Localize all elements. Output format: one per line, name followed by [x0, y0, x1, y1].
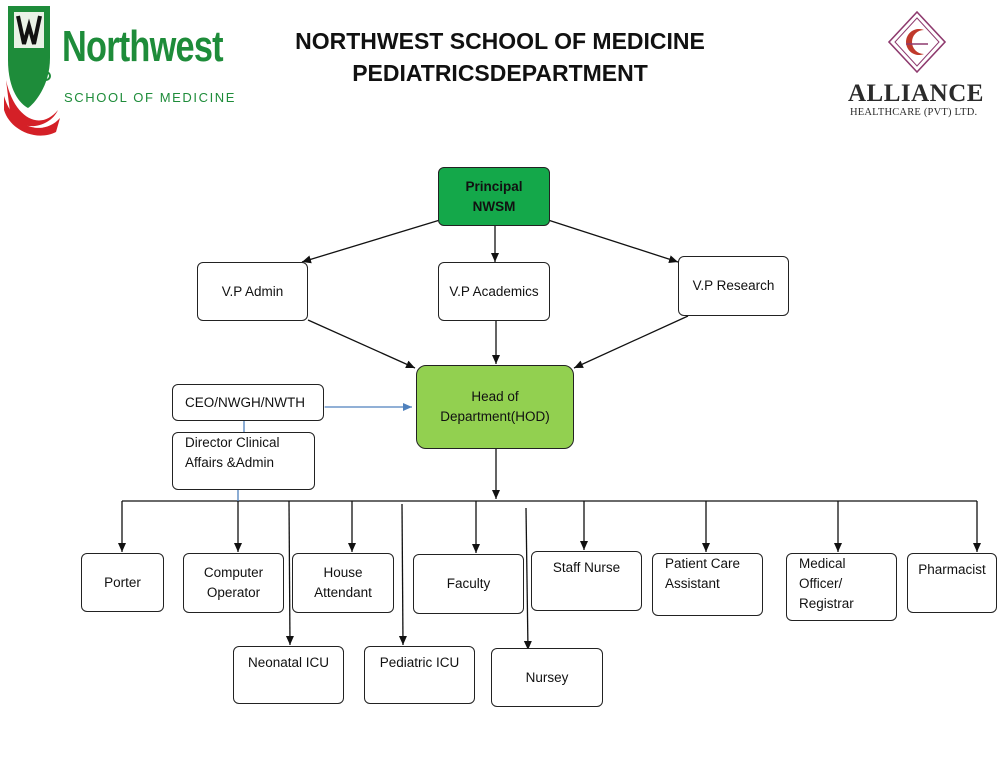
- node-computer-operator-line2: Operator: [206, 585, 261, 600]
- node-director-line1: Director Clinical: [185, 435, 280, 450]
- node-principal: Principal NWSM: [438, 167, 550, 226]
- node-patient-care-line1: Patient Care: [665, 556, 741, 571]
- node-vp-admin: V.P Admin: [197, 262, 308, 321]
- edge-bus-neonatal-icu: [285, 500, 294, 646]
- node-house-attendant: House Attendant: [292, 553, 394, 613]
- node-principal-line2: NWSM: [472, 198, 516, 214]
- node-hod: Head of Department(HOD): [416, 365, 574, 449]
- edge-vp-admin-hod: [307, 319, 416, 369]
- node-hod-line1: Head of: [471, 389, 519, 404]
- node-vp-research-label: V.P Research: [692, 278, 775, 293]
- node-vp-academics-label: V.P Academics: [449, 283, 539, 299]
- node-vp-research: V.P Research: [678, 256, 789, 316]
- node-faculty-label: Faculty: [446, 576, 491, 591]
- node-staff-nurse-label: Staff Nurse: [552, 560, 621, 575]
- node-house-attendant-line2: Attendant: [314, 585, 372, 600]
- node-medical-officer-line2: Officer/: [799, 576, 843, 591]
- node-staff-nurse: Staff Nurse: [531, 551, 642, 611]
- alliance-logo-subtitle: HEALTHCARE (PVT) LTD.: [850, 107, 978, 118]
- node-computer-operator: Computer Operator: [183, 553, 284, 613]
- node-hod-line2: Department(HOD): [440, 409, 550, 424]
- node-computer-operator-line1: Computer: [203, 565, 264, 580]
- node-neonatal-icu-label: Neonatal ICU: [247, 655, 330, 670]
- node-nursey: Nursey: [491, 648, 603, 707]
- node-medical-officer-line1: Medical: [799, 556, 846, 571]
- alliance-logo-wordmark: ALLIANCE: [848, 80, 984, 107]
- node-house-attendant-line1: House: [323, 565, 363, 580]
- node-pharmacist-label: Pharmacist: [918, 562, 986, 577]
- node-pharmacist: Pharmacist: [907, 553, 997, 613]
- node-vp-academics: V.P Academics: [438, 262, 550, 321]
- edge-principal-vp-research: [547, 219, 679, 264]
- edge-principal-vp-admin: [301, 219, 441, 264]
- page-title-line1: NORTHWEST SCHOOL OF MEDICINE: [295, 28, 705, 54]
- node-pediatric-icu: Pediatric ICU: [364, 646, 475, 704]
- alliance-logo-emblem: [887, 10, 947, 74]
- page-title-line2: PEDIATRICSDEPARTMENT: [352, 60, 648, 86]
- node-director: Director Clinical Affairs &Admin: [172, 432, 315, 490]
- edge-bus-pediatric-icu: [398, 503, 407, 646]
- node-ceo: CEO/NWGH/NWTH: [172, 384, 324, 421]
- node-porter-label: Porter: [104, 574, 141, 590]
- node-medical-officer: Medical Officer/ Registrar: [786, 553, 897, 621]
- node-director-line2: Affairs &Admin: [185, 455, 275, 470]
- northwest-logo-emblem: [4, 6, 60, 136]
- node-faculty: Faculty: [413, 554, 524, 614]
- node-pediatric-icu-label: Pediatric ICU: [379, 655, 460, 670]
- edge-vp-research-hod: [573, 315, 689, 369]
- node-patient-care-line2: Assistant: [665, 576, 720, 591]
- node-porter: Porter: [81, 553, 164, 612]
- node-nursey-label: Nursey: [525, 669, 569, 685]
- node-medical-officer-line3: Registrar: [799, 596, 854, 611]
- node-patient-care-assistant: Patient Care Assistant: [652, 553, 763, 616]
- northwest-logo-subtitle: SCHOOL OF MEDICINE: [64, 90, 237, 105]
- node-vp-admin-label: V.P Admin: [221, 283, 284, 299]
- node-principal-line1: Principal: [465, 178, 523, 194]
- edge-bus-nursey: [523, 507, 532, 651]
- node-neonatal-icu: Neonatal ICU: [233, 646, 344, 704]
- northwest-logo-wordmark: Northwest: [62, 22, 224, 71]
- node-ceo-label: CEO/NWGH/NWTH: [185, 394, 305, 410]
